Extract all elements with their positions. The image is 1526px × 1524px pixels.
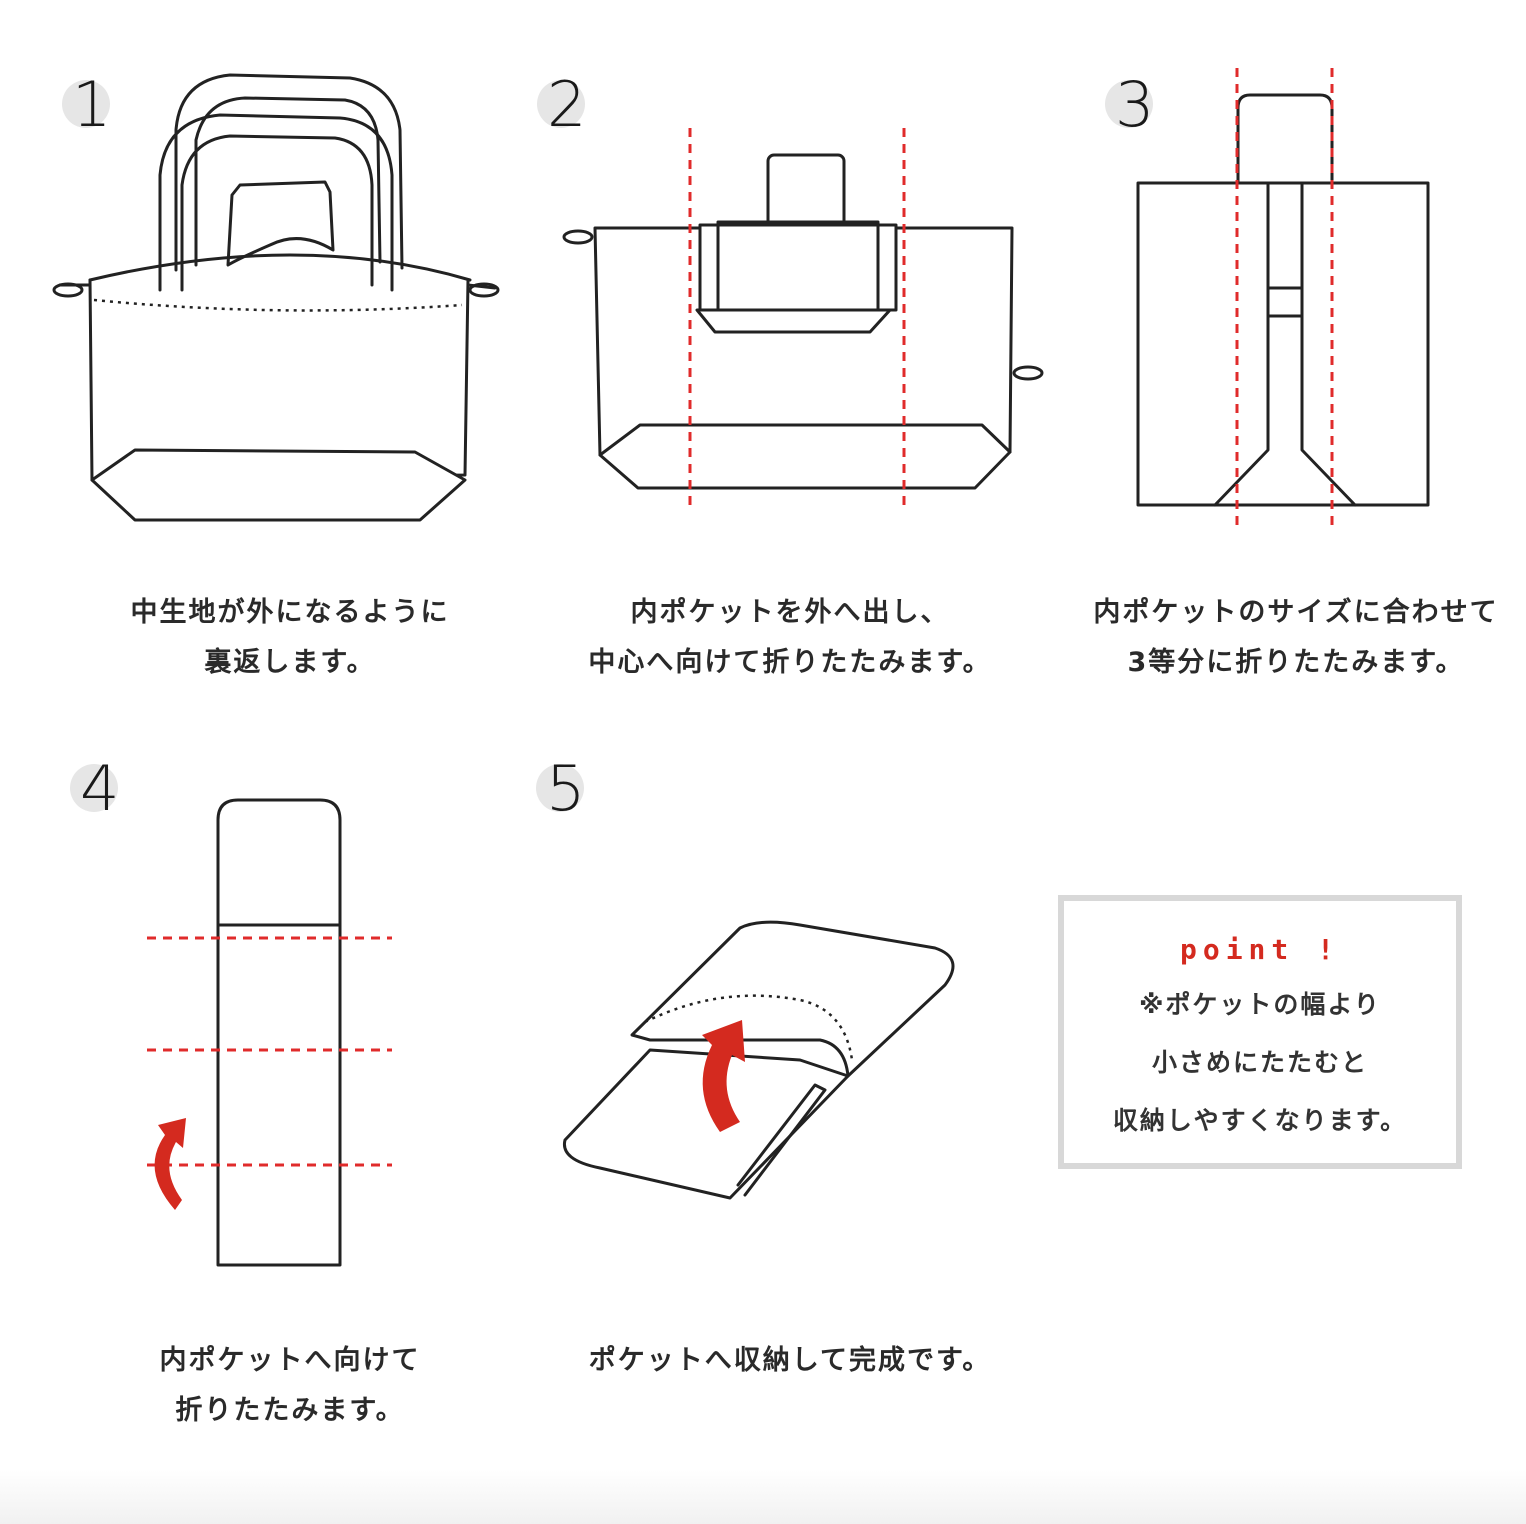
point-title: point !	[1179, 933, 1340, 966]
step-5-finished-illustration	[562, 920, 955, 1200]
fold-up-arrow-icon	[154, 1118, 186, 1210]
step-1-caption-line1: 中生地が外になるように	[130, 597, 450, 628]
step-5-caption: ポケットへ収納して完成です。	[560, 1336, 1020, 1386]
step-4-fold-illustration	[147, 798, 392, 1267]
point-line-1: ※ポケットの幅より	[1139, 990, 1381, 1019]
step-4-caption-line2: 折りたたみます。	[175, 1395, 405, 1426]
step-3-caption-line2: 3等分に折りたたみます。	[1127, 647, 1465, 678]
point-line-3: 収納しやすくなります。	[1112, 1106, 1408, 1135]
step-4-caption: 内ポケットへ向けて 折りたたみます。	[60, 1336, 520, 1436]
step-1-caption: 中生地が外になるように 裏返します。	[60, 588, 520, 688]
step-2-caption-line1: 内ポケットを外へ出し、	[630, 597, 950, 628]
point-note-box: point ! ※ポケットの幅より 小さめにたたむと 収納しやすくなります。	[1058, 895, 1462, 1169]
point-line-2: 小さめにたたむと	[1151, 1048, 1368, 1077]
step-2-bag-illustration	[562, 128, 1044, 508]
step-2-caption: 内ポケットを外へ出し、 中心へ向けて折りたたみます。	[560, 588, 1020, 688]
step-1-bag-illustration	[52, 73, 500, 522]
step-1-caption-line2: 裏返します。	[204, 647, 376, 678]
step-3-caption-line1: 内ポケットのサイズに合わせて	[1093, 597, 1499, 628]
step-5-caption-line1: ポケットへ収納して完成です。	[588, 1345, 992, 1376]
step-3-caption: 内ポケットのサイズに合わせて 3等分に折りたたみます。	[1066, 588, 1526, 688]
tuck-in-arrow-icon	[702, 1020, 745, 1132]
step-2-caption-line2: 中心へ向けて折りたたみます。	[588, 647, 992, 678]
step-3-fold-illustration	[1136, 68, 1430, 530]
bottom-fade	[0, 1470, 1526, 1524]
step-4-caption-line1: 内ポケットへ向けて	[159, 1345, 421, 1376]
